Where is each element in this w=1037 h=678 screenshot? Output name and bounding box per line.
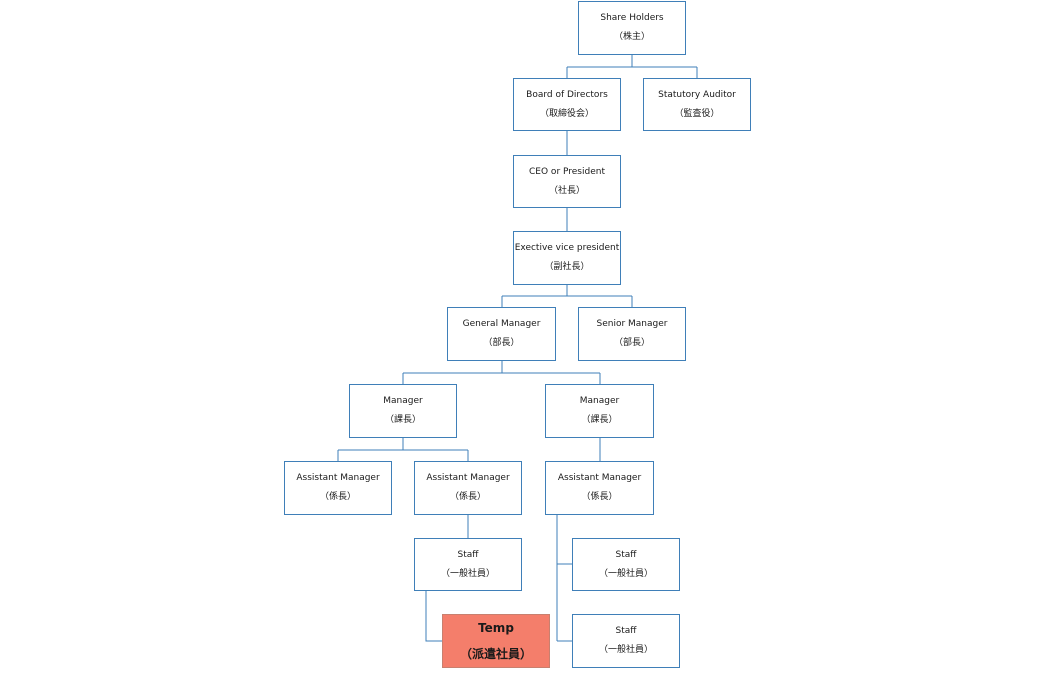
node-senior-manager: Senior Manager （部長） xyxy=(578,307,686,361)
node-title: Assistant Manager xyxy=(426,473,510,483)
node-executive-vice-president: Exective vice president （副社長） xyxy=(513,231,621,285)
node-title: Assistant Manager xyxy=(296,473,380,483)
node-assistant-manager-2: Assistant Manager （係長） xyxy=(414,461,522,515)
node-japanese-label: （係長） xyxy=(581,492,618,502)
connector xyxy=(425,591,442,642)
connector xyxy=(556,515,572,642)
node-staff-1: Staff （一般社員） xyxy=(414,538,522,591)
node-staff-3: Staff （一般社員） xyxy=(572,614,680,668)
node-japanese-label: （一般社員） xyxy=(440,568,495,579)
node-japanese-label: （部長） xyxy=(483,338,520,348)
connector xyxy=(501,285,633,307)
node-japanese-label: （株主） xyxy=(613,32,650,42)
node-title: Board of Directors xyxy=(526,89,608,100)
node-temp-highlighted: Temp （派遣社員） xyxy=(442,614,550,668)
node-general-manager: General Manager （部長） xyxy=(447,307,556,361)
node-share-holders: Share Holders （株主） xyxy=(578,1,686,55)
node-title: CEO or President xyxy=(529,166,605,177)
node-title: Share Holders xyxy=(600,13,664,23)
node-title: Manager xyxy=(383,396,423,406)
node-japanese-label: （副社長） xyxy=(544,262,590,272)
connector xyxy=(566,55,698,78)
node-title: Staff xyxy=(615,626,637,636)
node-title: Manager xyxy=(579,396,620,406)
node-title: Senior Manager xyxy=(596,319,668,329)
node-japanese-label: （監査役） xyxy=(674,108,720,119)
node-title: Temp xyxy=(478,621,514,635)
node-assistant-manager-3: Assistant Manager （係長） xyxy=(545,461,654,515)
node-title: General Manager xyxy=(462,319,541,329)
node-japanese-label: （取締役会） xyxy=(539,108,594,119)
node-japanese-label: （係長） xyxy=(319,492,356,502)
node-japanese-label: （一般社員） xyxy=(598,645,653,655)
node-board-of-directors: Board of Directors （取締役会） xyxy=(513,78,621,131)
node-japanese-label: （係長） xyxy=(449,492,486,502)
node-manager-left: Manager （課長） xyxy=(349,384,457,438)
node-staff-2: Staff （一般社員） xyxy=(572,538,680,591)
node-japanese-label: （社長） xyxy=(548,185,585,196)
node-title: Staff xyxy=(615,549,637,560)
node-ceo-or-president: CEO or President （社長） xyxy=(513,155,621,208)
node-title: Staff xyxy=(457,549,479,560)
node-title: Statutory Auditor xyxy=(658,89,736,100)
node-assistant-manager-1: Assistant Manager （係長） xyxy=(284,461,392,515)
node-japanese-label: （課長） xyxy=(581,415,618,425)
node-title: Assistant Manager xyxy=(557,473,642,483)
connector xyxy=(402,361,601,384)
node-manager-right: Manager （課長） xyxy=(545,384,654,438)
node-japanese-label: （派遣社員） xyxy=(459,647,532,661)
node-japanese-label: （一般社員） xyxy=(598,568,653,579)
node-statutory-auditor: Statutory Auditor （監査役） xyxy=(643,78,751,131)
node-title: Exective vice president xyxy=(514,243,620,253)
node-japanese-label: （部長） xyxy=(613,338,650,348)
node-japanese-label: （課長） xyxy=(384,415,421,425)
connector xyxy=(337,438,469,461)
